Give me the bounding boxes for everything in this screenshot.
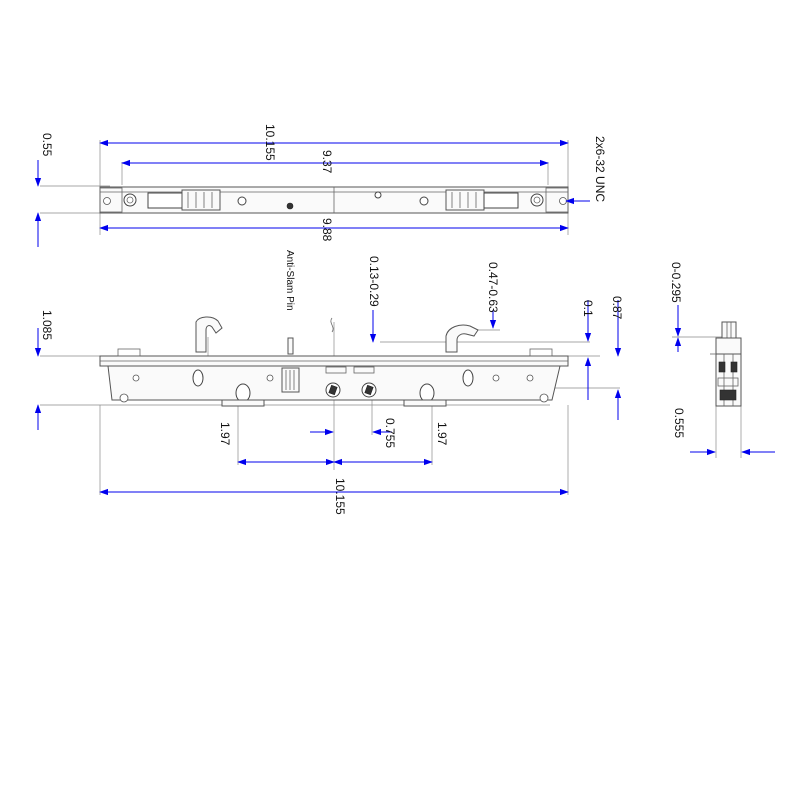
- screw-icon: [559, 197, 567, 205]
- dim-front-overall-length: 10.155: [333, 478, 347, 515]
- anti-slam-pin: [287, 337, 294, 355]
- dim-hook-spacing-right: 1.97: [435, 422, 449, 446]
- dim-height: 0.87: [610, 296, 624, 320]
- screw-icon: [539, 393, 549, 403]
- dim-overall-length: 10.155: [263, 124, 277, 161]
- dim-screw-span: 9.88: [320, 218, 334, 242]
- thread-note: 2x6-32 UNC: [593, 136, 607, 202]
- dim-top-offset: 0-0.295: [669, 262, 683, 303]
- screw-icon: [103, 197, 111, 205]
- cylinder-housing: [281, 367, 300, 393]
- dim-hook-spacing-left: 1.97: [218, 422, 232, 446]
- screw-icon: [266, 374, 274, 382]
- front-view: 1.085 Anti-Slam Pin 0.13-0.29 0.47-0.63 …: [34, 250, 624, 515]
- dim-depth: 0.555: [672, 408, 686, 438]
- screw-icon: [132, 374, 140, 382]
- dim-hook-throw: 0.47-0.63: [486, 262, 500, 313]
- side-spindle: [721, 321, 737, 339]
- screw-icon: [492, 374, 500, 382]
- side-view: 0-0.295 0.555: [669, 262, 775, 458]
- dim-hook-offset: 0.13-0.29: [367, 256, 381, 307]
- right-hook: [445, 324, 479, 353]
- anti-slam-pin-label: Anti-Slam Pin: [284, 250, 295, 311]
- dim-center-offset: 0.755: [383, 418, 397, 448]
- dim-thickness: 0.55: [40, 133, 54, 157]
- dim-faceplate-height: 1.085: [40, 310, 54, 340]
- dim-inner-span: 9.37: [320, 150, 334, 174]
- screw-icon: [526, 374, 534, 382]
- screw-icon: [119, 393, 129, 403]
- dim-small: 0.1: [581, 300, 595, 317]
- left-hook: [195, 316, 223, 353]
- top-view: 0.55 10.155 9.37 9.88 2x6-32 UNC: [34, 124, 607, 247]
